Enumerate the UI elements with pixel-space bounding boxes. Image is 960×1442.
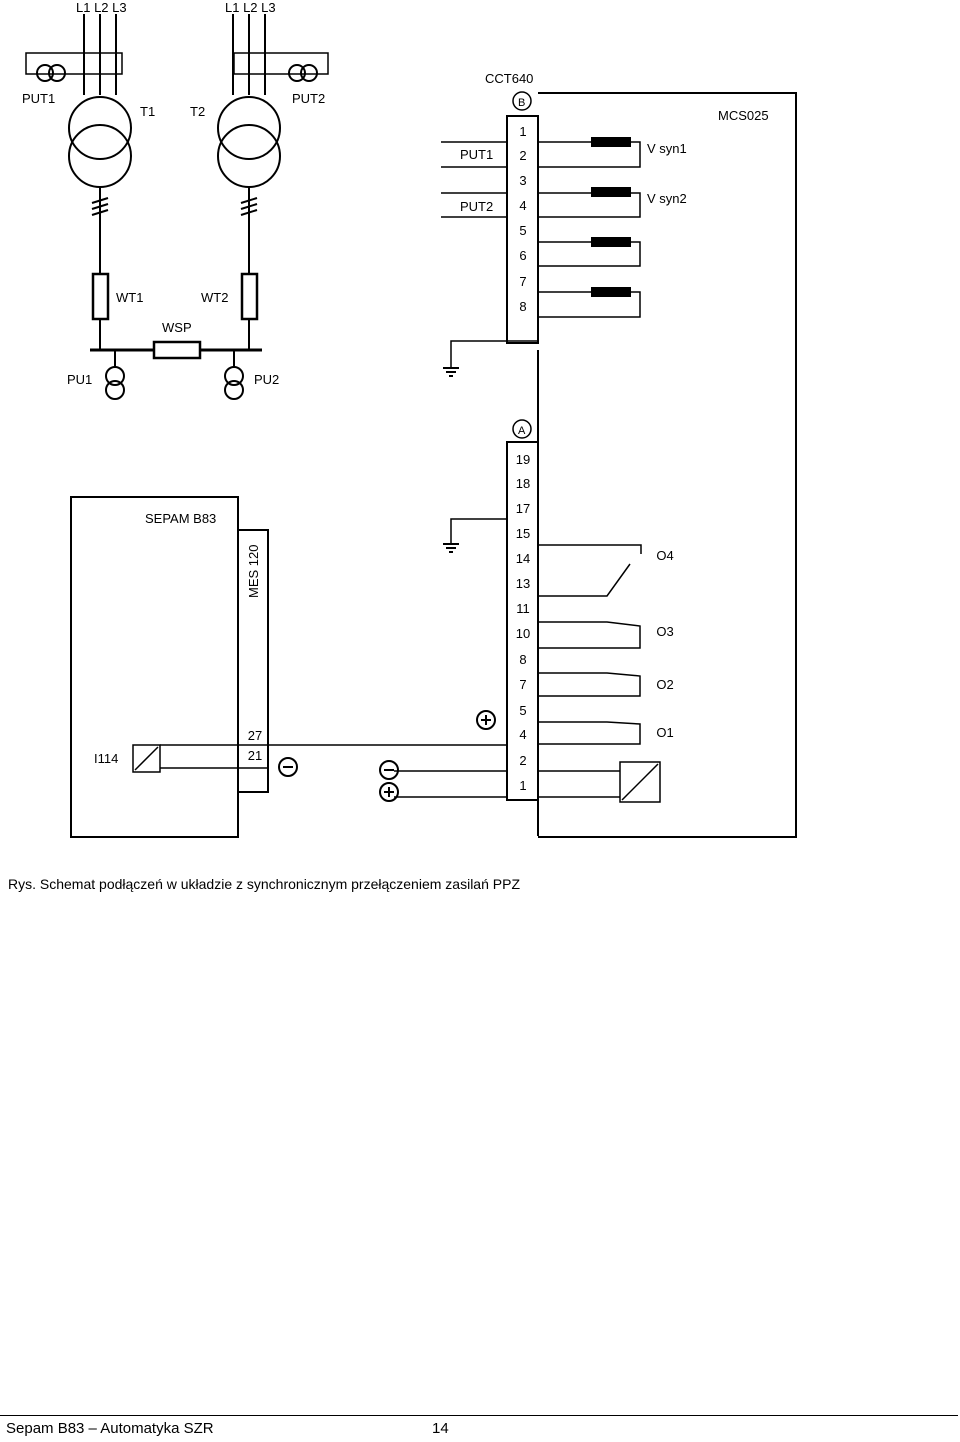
vsyn2-label: V syn2 <box>647 191 687 206</box>
mcs025-terminal-15: 15 <box>516 526 530 541</box>
cct640-terminal-6: 6 <box>519 248 526 263</box>
sepam-label: SEPAM B83 <box>145 511 216 526</box>
cct640-terminal-labels: 1 2 3 4 5 6 7 8 <box>519 124 526 314</box>
mcs025-terminal-17: 17 <box>516 501 530 516</box>
mcs025-connector-label: A <box>518 425 526 437</box>
cct640-terminal-5: 5 <box>519 223 526 238</box>
wt1-label: WT1 <box>116 290 143 305</box>
pu2-label: PU2 <box>254 372 279 387</box>
wt2-label: WT2 <box>201 290 228 305</box>
mcs025-terminal-14: 14 <box>516 551 530 566</box>
transformer-t2 <box>217 96 281 160</box>
t2-label: T2 <box>190 104 205 119</box>
pu1-label: PU1 <box>67 372 92 387</box>
fuse-wt2 <box>240 272 259 321</box>
t1-label: T1 <box>140 104 155 119</box>
page-number: 14 <box>432 1420 449 1437</box>
mcs025-output-O4: O4 <box>656 548 673 563</box>
mcs025-label: MCS025 <box>718 108 769 123</box>
sepam-box <box>70 496 239 838</box>
mcs025-terminal-13: 13 <box>516 576 530 591</box>
mcs025-terminal-19: 19 <box>516 452 530 467</box>
cct640-put2-label: PUT2 <box>460 199 493 214</box>
vsyn1-label: V syn1 <box>647 141 687 156</box>
cct640-connector-label: B <box>518 97 525 109</box>
mcs025-terminal-4: 4 <box>519 727 526 742</box>
put2-label: PUT2 <box>292 91 325 106</box>
mcs025-output-O1: O1 <box>656 725 673 740</box>
right-phase-label: L1 L2 L3 <box>225 0 276 15</box>
a-connector-strip <box>506 441 539 801</box>
figure-caption: Rys. Schemat podłączeń w układzie z sync… <box>8 876 520 892</box>
cct640-terminal-2: 2 <box>519 148 526 163</box>
wiring-diagram: L1 L2 L3 L1 L2 L3 PUT1 PUT2 T1 T2 WT1 WT… <box>22 0 797 838</box>
cct640-terminal-7: 7 <box>519 274 526 289</box>
transformer-t1 <box>68 96 132 160</box>
mcs025-output-O3: O3 <box>656 624 673 639</box>
cct640-terminal-8: 8 <box>519 299 526 314</box>
cct640-strip <box>506 115 539 344</box>
left-phase-label: L1 L2 L3 <box>76 0 127 15</box>
sepam-terminal-21: 21 <box>248 748 262 763</box>
mcs025-terminal-2: 2 <box>519 753 526 768</box>
cct640-put1-label: PUT1 <box>460 147 493 162</box>
mcs025-terminal-11: 11 <box>516 601 530 616</box>
sepam-input-converter <box>132 744 161 773</box>
mcs025-input-converter <box>619 761 661 803</box>
footer-divider <box>0 1415 958 1416</box>
mcs025-terminal-8: 8 <box>519 652 526 667</box>
mcs025-terminal-labels: 19 18 17 15 14 13 11 10 8 7 5 4 2 1 <box>516 452 530 793</box>
sepam-input-label: I114 <box>94 751 118 766</box>
mcs025-terminal-7: 7 <box>519 677 526 692</box>
footer-title: Sepam B83 – Automatyka SZR <box>6 1420 214 1437</box>
mcs025-terminal-10: 10 <box>516 626 530 641</box>
cct640-label: CCT640 <box>485 71 533 86</box>
feeder-left <box>25 14 132 400</box>
sepam-terminal-27: 27 <box>248 728 262 743</box>
cct640-terminal-1: 1 <box>519 124 526 139</box>
mcs025-terminal-18: 18 <box>516 476 530 491</box>
mcs025-box <box>538 92 797 838</box>
feeder-right <box>217 14 329 400</box>
cct640-terminal-3: 3 <box>519 173 526 188</box>
mcs025-terminal-5: 5 <box>519 703 526 718</box>
mes120-label: MES 120 <box>246 545 261 598</box>
mcs025-output-O2: O2 <box>656 677 673 692</box>
fuse-wt1 <box>91 272 110 321</box>
wsp-label: WSP <box>162 320 192 335</box>
mes120-strip <box>237 529 269 793</box>
put1-label: PUT1 <box>22 91 55 106</box>
cct640-terminal-4: 4 <box>519 198 526 213</box>
mcs025-terminal-1: 1 <box>519 778 526 793</box>
coupler-wsp <box>152 340 202 360</box>
